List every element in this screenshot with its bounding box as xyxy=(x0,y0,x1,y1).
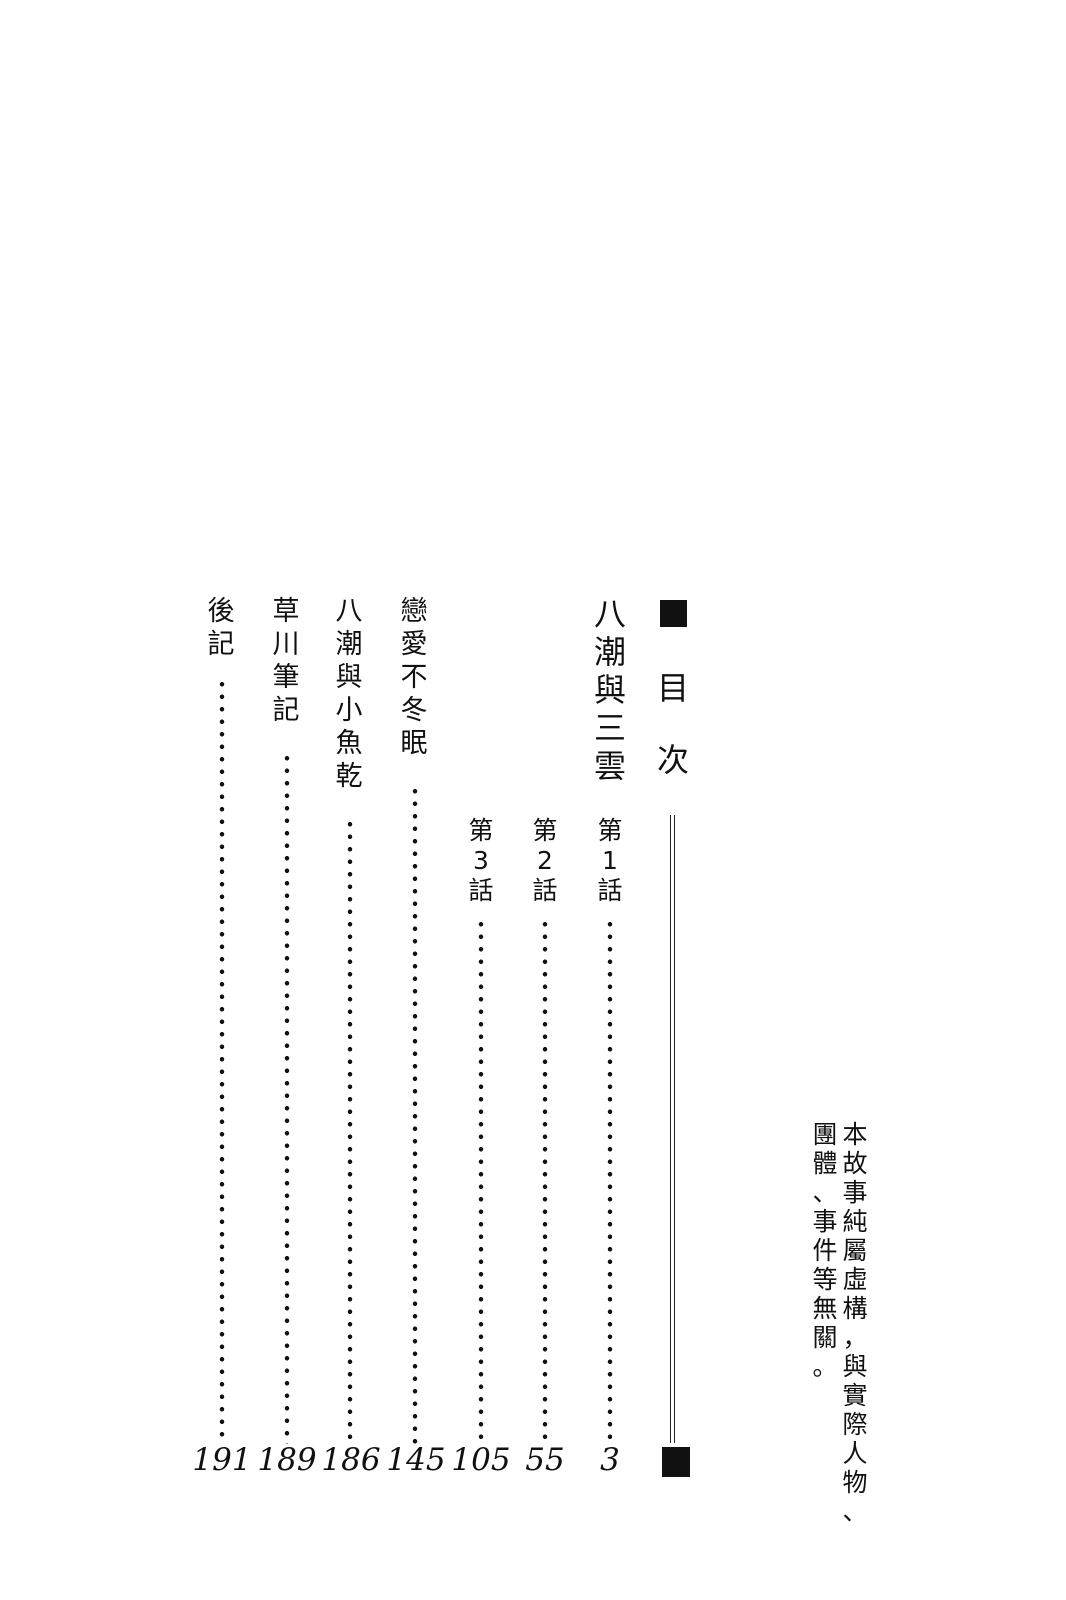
disclaimer-char: 、 xyxy=(842,1497,868,1526)
disclaimer-char: 人 xyxy=(842,1439,868,1468)
entry-char: 乾 xyxy=(335,761,363,792)
leader-dots xyxy=(347,818,353,1444)
title-char: 八 xyxy=(593,595,626,633)
title-char: 三 xyxy=(593,709,626,747)
entry-char: 冬 xyxy=(400,695,428,726)
entry-char: 第 xyxy=(468,816,494,845)
page-number[interactable]: 186 xyxy=(321,1442,381,1478)
leader-dots xyxy=(284,752,290,1444)
entry-char: 不 xyxy=(400,662,428,693)
disclaimer-char: 等 xyxy=(812,1265,838,1294)
page-number[interactable]: 105 xyxy=(451,1442,511,1478)
leader-dots xyxy=(412,785,418,1444)
entry-char: 記 xyxy=(272,695,300,726)
toc-entry-story[interactable]: 八 潮 與 小 魚 乾 xyxy=(332,598,366,796)
entry-char: 第 xyxy=(597,816,623,845)
top-square-ornament xyxy=(660,600,687,627)
disclaimer-char: 無 xyxy=(812,1294,838,1323)
toc-entry-chapter-3[interactable]: 第 3 話 xyxy=(466,818,496,908)
disclaimer-char: 事 xyxy=(842,1178,868,1207)
entry-char: 八 xyxy=(335,596,363,627)
toc-heading-char: 目 xyxy=(656,669,689,707)
entry-char: 眠 xyxy=(400,728,428,759)
disclaimer-char: 體 xyxy=(812,1149,838,1178)
entry-char: 筆 xyxy=(272,662,300,693)
toc-heading-char: 次 xyxy=(656,741,689,779)
page-number[interactable]: 191 xyxy=(192,1442,252,1478)
entry-char: 愛 xyxy=(400,629,428,660)
disclaimer-char: 與 xyxy=(842,1352,868,1381)
entry-char: 與 xyxy=(335,662,363,693)
toc-entry-chapter-1[interactable]: 第 1 話 xyxy=(595,818,625,908)
entry-char: 魚 xyxy=(335,728,363,759)
page-number[interactable]: 189 xyxy=(257,1442,317,1478)
entry-char: 話 xyxy=(532,876,558,905)
toc-entry-notes[interactable]: 草 川 筆 記 xyxy=(269,598,303,730)
entry-char: 話 xyxy=(468,876,494,905)
disclaimer-char: 本 xyxy=(842,1120,868,1149)
disclaimer-char: 件 xyxy=(812,1236,838,1265)
disclaimer-char: 純 xyxy=(842,1207,868,1236)
toc-entry-afterword[interactable]: 後 記 xyxy=(204,598,238,664)
entry-char: 第 xyxy=(532,816,558,845)
page-number[interactable]: 3 xyxy=(600,1442,620,1478)
title-char: 與 xyxy=(593,671,626,709)
entry-char: 小 xyxy=(335,695,363,726)
entry-char: 記 xyxy=(207,629,235,660)
disclaimer-line-1: 本 故 事 純 屬 虛 構 ， 與 實 際 人 物 、 xyxy=(840,1122,870,1528)
title-char: 雲 xyxy=(593,747,626,785)
entry-char: 2 xyxy=(537,846,553,875)
toc-heading: 目 次 xyxy=(653,672,693,784)
title-char: 潮 xyxy=(593,633,626,671)
disclaimer-char: 事 xyxy=(812,1207,838,1236)
entry-char: 後 xyxy=(207,596,235,627)
disclaimer-char: 、 xyxy=(812,1178,838,1207)
disclaimer-char: 虛 xyxy=(842,1265,868,1294)
entry-char: 草 xyxy=(272,596,300,627)
disclaimer-line-2: 團 體 、 事 件 等 無 關 。 xyxy=(810,1122,840,1383)
disclaimer-char: 關 xyxy=(812,1323,838,1352)
leader-dots xyxy=(542,918,548,1444)
leader-dots xyxy=(478,918,484,1444)
bottom-square-ornament xyxy=(662,1447,690,1477)
entry-char: 話 xyxy=(597,876,623,905)
toc-entry-chapter-2[interactable]: 第 2 話 xyxy=(530,818,560,908)
entry-char: 潮 xyxy=(335,629,363,660)
entry-char: 戀 xyxy=(400,596,428,627)
entry-char: 川 xyxy=(272,629,300,660)
disclaimer-char: ， xyxy=(842,1323,868,1352)
toc-section-title[interactable]: 八 潮 與 三 雲 xyxy=(590,598,630,788)
leader-dots xyxy=(219,678,225,1444)
disclaimer-char: 構 xyxy=(842,1294,868,1323)
page-number[interactable]: 55 xyxy=(525,1442,565,1478)
entry-char: 3 xyxy=(473,846,489,875)
page-number[interactable]: 145 xyxy=(386,1442,446,1478)
double-rule-divider xyxy=(670,815,675,1443)
disclaimer-char: 物 xyxy=(842,1468,868,1497)
toc-entry-story[interactable]: 戀 愛 不 冬 眠 xyxy=(397,598,431,763)
disclaimer-char: 故 xyxy=(842,1149,868,1178)
entry-char: 1 xyxy=(602,846,618,875)
disclaimer-char: 屬 xyxy=(842,1236,868,1265)
disclaimer-char: 團 xyxy=(812,1120,838,1149)
disclaimer-char: 實 xyxy=(842,1381,868,1410)
leader-dots xyxy=(607,918,613,1444)
disclaimer-char: 。 xyxy=(812,1352,838,1381)
disclaimer-char: 際 xyxy=(842,1410,868,1439)
